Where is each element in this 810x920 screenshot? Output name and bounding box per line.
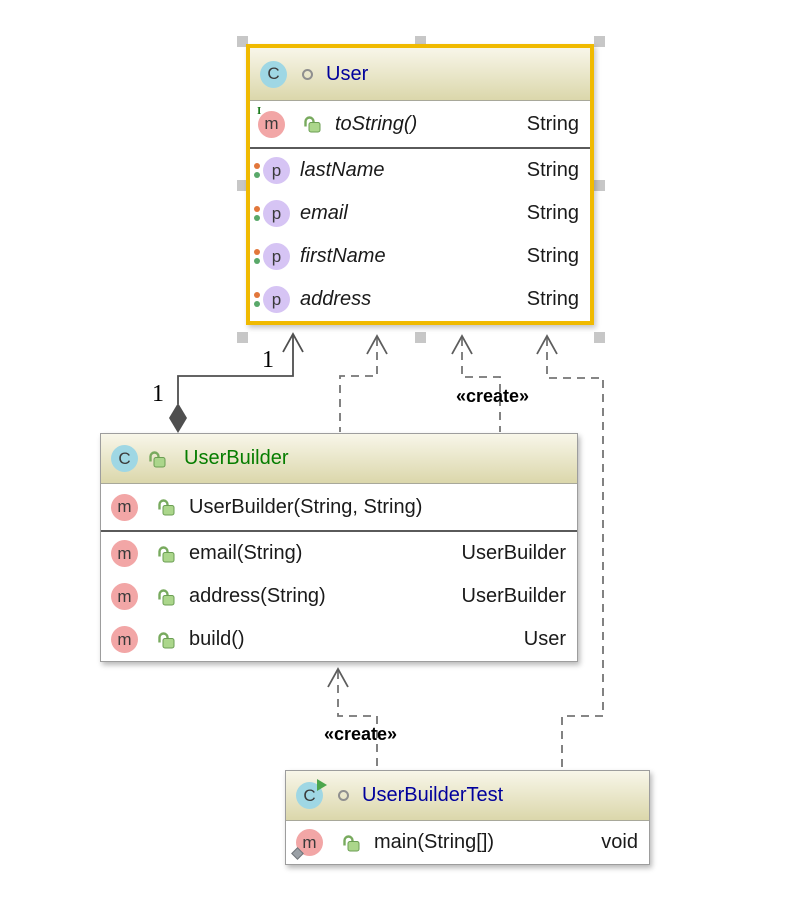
property-label: lastName xyxy=(300,159,385,181)
selection-handle-top-left[interactable] xyxy=(237,36,248,47)
edge-create-userbuilder-user[interactable] xyxy=(451,334,501,432)
selection-handle-top-center[interactable] xyxy=(415,36,426,47)
method-icon: m I xyxy=(257,105,285,138)
constructor-row[interactable]: m UserBuilder(String, String) xyxy=(101,484,577,530)
method-row[interactable]: m address(String) UserBuilder xyxy=(101,575,577,618)
class-icon: C xyxy=(260,60,287,88)
edge-create-test-userbuilder[interactable] xyxy=(327,667,378,768)
return-type: void xyxy=(601,831,638,853)
property-type: String xyxy=(526,159,579,181)
class-name: UserBuilder xyxy=(184,447,289,469)
constructor-label: UserBuilder(String, String) xyxy=(189,495,423,518)
getter-setter-dots-icon xyxy=(254,292,263,307)
property-icon: p xyxy=(263,157,290,184)
method-row[interactable]: m main(String[]) void xyxy=(286,821,649,864)
static-method-icon: m xyxy=(291,829,323,860)
selection-handle-bottom-center[interactable] xyxy=(415,332,426,343)
method-icon: m xyxy=(111,583,138,610)
package-private-icon xyxy=(338,790,349,801)
property-icon: p xyxy=(263,243,290,270)
property-label: firstName xyxy=(300,245,386,267)
return-type: UserBuilder xyxy=(461,585,566,607)
class-header-user[interactable]: C User xyxy=(250,48,590,101)
edge-dependency-test-user[interactable] xyxy=(536,334,604,768)
method-icon: m xyxy=(111,493,138,521)
class-node-user[interactable]: C User m I toString() String p lastName … xyxy=(246,44,594,325)
aggregation-diamond xyxy=(169,403,187,433)
package-private-icon xyxy=(302,68,313,80)
getter-setter-dots-icon xyxy=(254,249,263,264)
method-label: build() xyxy=(189,628,245,650)
method-row[interactable]: m build() User xyxy=(101,618,577,661)
getter-setter-dots-icon xyxy=(254,163,263,178)
method-icon: m xyxy=(111,626,138,653)
property-label: address xyxy=(300,288,372,310)
override-icon: I xyxy=(257,104,262,117)
method-row[interactable]: m email(String) UserBuilder xyxy=(101,532,577,575)
selection-handle-mid-left[interactable] xyxy=(237,180,248,191)
create-stereotype-label: «create» xyxy=(324,724,398,744)
static-diamond-icon xyxy=(291,847,304,860)
property-type: String xyxy=(526,202,579,224)
method-label: main(String[]) xyxy=(374,831,495,853)
property-row[interactable]: p address String xyxy=(250,278,590,321)
return-type: UserBuilder xyxy=(461,542,566,564)
class-node-userbuildertest[interactable]: C UserBuilderTest m main(String[]) void xyxy=(285,770,650,865)
public-lock-icon xyxy=(343,834,360,851)
edge-aggregation-userbuilder-user[interactable] xyxy=(169,332,304,433)
edge-dependency-userbuilder-user[interactable] xyxy=(339,334,388,432)
class-header-userbuilder[interactable]: C UserBuilder xyxy=(101,434,577,484)
method-icon: m xyxy=(111,540,138,567)
class-icon: C xyxy=(111,445,138,472)
runnable-class-icon: C xyxy=(296,779,327,809)
method-label: address(String) xyxy=(189,585,326,607)
getter-setter-dots-icon xyxy=(254,206,263,221)
property-label: email xyxy=(300,202,348,224)
selection-handle-bottom-left[interactable] xyxy=(237,332,248,343)
return-type: User xyxy=(523,628,566,650)
public-lock-icon xyxy=(158,588,175,605)
section-separator xyxy=(250,147,590,149)
create-stereotype-label: «create» xyxy=(456,386,530,406)
property-row[interactable]: p lastName String xyxy=(250,149,590,192)
multiplicity-label: 1 xyxy=(262,347,274,373)
public-lock-icon xyxy=(304,116,321,133)
method-row[interactable]: m I toString() String xyxy=(250,101,590,147)
property-icon: p xyxy=(263,200,290,227)
section-separator xyxy=(101,530,577,532)
run-triangle-icon xyxy=(317,779,327,791)
public-lock-icon xyxy=(149,450,166,467)
multiplicity-label: 1 xyxy=(152,381,164,407)
property-type: String xyxy=(526,245,579,267)
public-lock-icon xyxy=(158,499,175,516)
return-type: String xyxy=(526,112,579,135)
property-icon: p xyxy=(263,286,290,313)
method-label: email(String) xyxy=(189,542,303,564)
property-type: String xyxy=(526,288,579,310)
public-lock-icon xyxy=(158,631,175,648)
selection-handle-mid-right[interactable] xyxy=(594,180,605,191)
property-row[interactable]: p email String xyxy=(250,192,590,235)
selection-handle-top-right[interactable] xyxy=(594,36,605,47)
class-header-userbuildertest[interactable]: C UserBuilderTest xyxy=(286,771,649,821)
selection-handle-bottom-right[interactable] xyxy=(594,332,605,343)
property-row[interactable]: p firstName String xyxy=(250,235,590,278)
class-name: User xyxy=(326,62,369,85)
method-label: toString() xyxy=(335,112,418,135)
public-lock-icon xyxy=(158,545,175,562)
class-name: UserBuilderTest xyxy=(362,784,504,806)
class-node-userbuilder[interactable]: C UserBuilder m UserBuilder(String, Stri… xyxy=(100,433,578,662)
